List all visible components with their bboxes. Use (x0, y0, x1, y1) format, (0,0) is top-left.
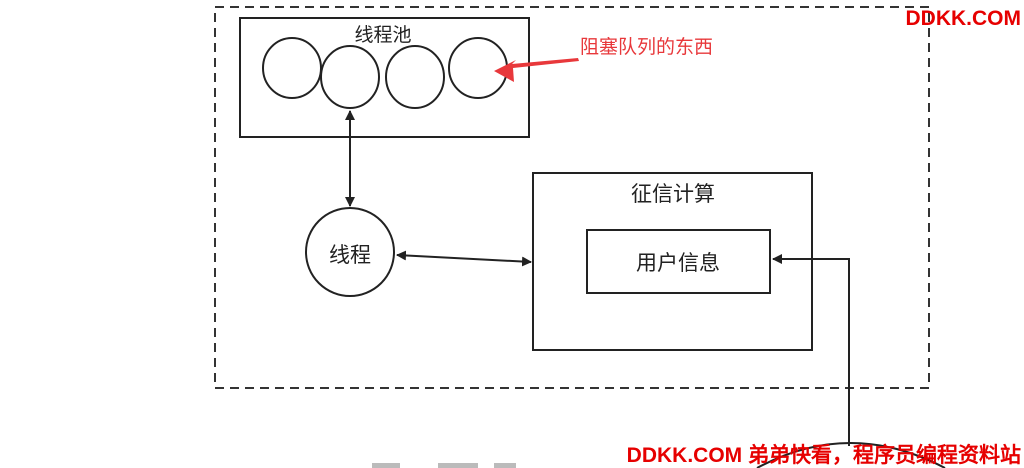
blocking-queue-annotation: 阻塞队列的东西 (494, 36, 713, 82)
pool-thread-circle (262, 37, 322, 99)
thread-pool-label: 线程池 (354, 24, 411, 46)
clipped-text-fragment (494, 463, 516, 468)
system-boundary (214, 6, 930, 389)
pool-thread-circle (320, 45, 380, 109)
user-info-box: 用户信息 (586, 229, 771, 294)
annotation-label: 阻塞队列的东西 (580, 36, 713, 58)
thread-credit-connector (396, 250, 532, 267)
watermark-top: DDKK.COM (906, 7, 1022, 30)
thread-pool-box: 线程池 (239, 17, 530, 138)
external-source-node (756, 442, 946, 468)
watermark-bottom: DDKK.COM 弟弟快看，程序员编程资料站 (627, 443, 1021, 467)
credit-calc-box: 征信计算 (532, 172, 813, 351)
clipped-text-fragment (438, 463, 478, 468)
user-info-label: 用户信息 (636, 251, 720, 275)
thread-label: 线程 (329, 243, 371, 267)
annotation-arrow (494, 58, 579, 82)
pool-thread-circle (385, 45, 445, 109)
credit-calc-label: 征信计算 (631, 182, 715, 206)
clipped-text-fragment (372, 463, 400, 468)
thread-node: 线程 (305, 207, 395, 297)
external-user-info-connector (772, 254, 850, 446)
pool-thread-circle (448, 37, 508, 99)
